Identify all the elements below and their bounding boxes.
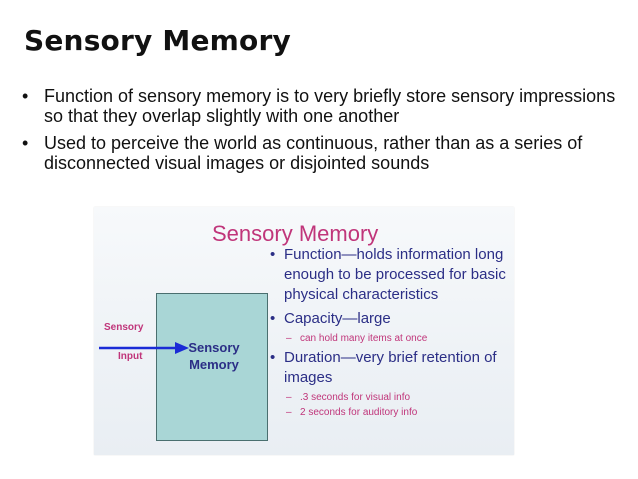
dash-icon: – — [286, 407, 292, 418]
figure-bullet-item: • Duration—very brief retention of image… — [268, 348, 508, 420]
bullet-dot-icon: • — [22, 86, 29, 106]
figure-sub-text: .3 seconds for visual info — [300, 392, 411, 403]
bullet-item: • Used to perceive the world as continuo… — [20, 133, 626, 173]
memory-box-label-line: Sensory — [188, 340, 240, 355]
dash-icon: – — [286, 333, 292, 344]
dash-icon: – — [286, 392, 292, 403]
figure-bullet-list: • Function—holds information long enough… — [268, 245, 508, 422]
figure-bullet-item: • Function—holds information long enough… — [268, 245, 508, 305]
figure-bullet-item: • Capacity—large – can hold many items a… — [268, 309, 508, 346]
figure-sub-item: – 2 seconds for auditory info — [284, 405, 508, 420]
figure-title: Sensory Memory — [212, 221, 379, 246]
bullet-dot-icon: • — [270, 246, 276, 263]
figure-sub-text: can hold many items at once — [300, 333, 428, 344]
input-label-top: Sensory — [104, 322, 144, 333]
bullet-text: Function of sensory memory is to very br… — [44, 86, 616, 126]
figure-bullet-text: Function—holds information long enough t… — [284, 246, 506, 303]
figure-sub-item: – can hold many items at once — [284, 331, 508, 346]
input-label-bottom: Input — [118, 351, 143, 362]
bullet-list: • Function of sensory memory is to very … — [20, 86, 626, 180]
figure-sub-list: – .3 seconds for visual info – 2 seconds… — [284, 390, 508, 420]
sensory-memory-figure: Sensory Memory Sensory Memory Sensory In… — [94, 207, 514, 455]
sensory-memory-box — [156, 293, 268, 441]
bullet-dot-icon: • — [270, 349, 276, 366]
memory-box-label: Sensory Memory — [182, 339, 246, 373]
bullet-item: • Function of sensory memory is to very … — [20, 86, 626, 126]
figure-sub-item: – .3 seconds for visual info — [284, 390, 508, 405]
bullet-dot-icon: • — [270, 310, 276, 327]
figure-sub-list: – can hold many items at once — [284, 331, 508, 346]
memory-box-label-line: Memory — [189, 357, 239, 372]
bullet-text: Used to perceive the world as continuous… — [44, 133, 583, 173]
figure-bullet-text: Duration—very brief retention of images — [284, 349, 497, 386]
figure-bullet-text: Capacity—large — [284, 310, 391, 327]
bullet-dot-icon: • — [22, 133, 29, 153]
figure-sub-text: 2 seconds for auditory info — [300, 407, 418, 418]
right-arrow-icon — [99, 342, 189, 354]
slide-title: Sensory Memory — [24, 24, 291, 57]
